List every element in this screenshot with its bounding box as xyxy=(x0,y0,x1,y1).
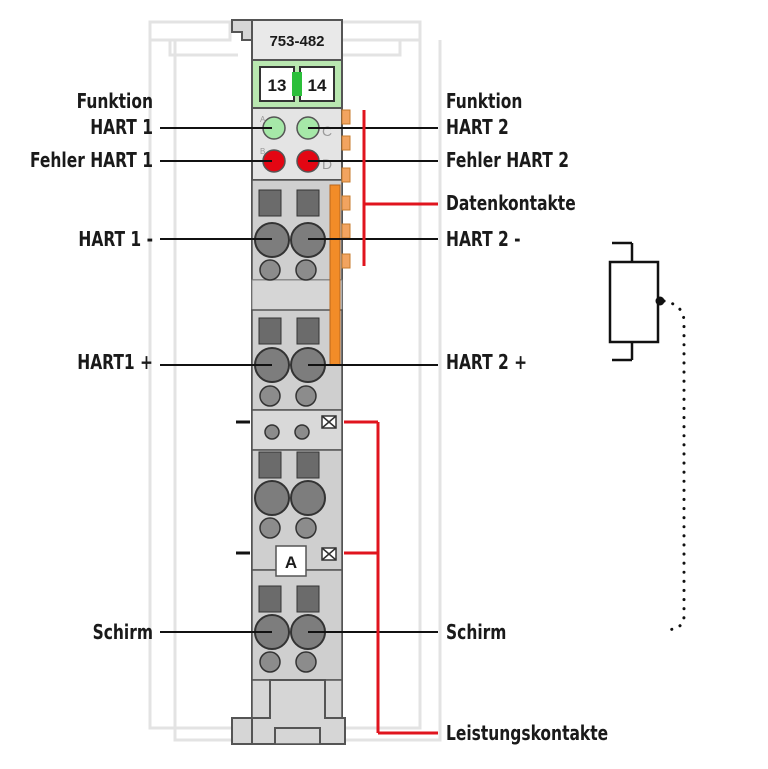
terminal-number-left: 13 xyxy=(268,76,287,95)
terminal-marker xyxy=(259,66,335,102)
power-contact-symbol-bottom xyxy=(321,547,337,561)
label-schirm-left: Schirm xyxy=(92,620,153,644)
slot-label-letter: A xyxy=(285,553,297,572)
label-hart1-plus: HART1 + xyxy=(77,350,153,374)
label-hart2-minus: HART 2 - xyxy=(446,227,521,251)
label-funktion-hart1-line1: Funktion xyxy=(76,89,153,113)
rail-outline xyxy=(148,20,442,742)
power-contact-symbol-top xyxy=(321,415,337,429)
led-letter-c: C xyxy=(322,123,332,139)
power-jumper-contact-right xyxy=(294,424,310,440)
label-fehler-hart2: Fehler HART 2 xyxy=(446,148,569,172)
leader-lines xyxy=(160,127,438,633)
article-number: 753-482 xyxy=(269,33,324,50)
field-device-node xyxy=(655,296,665,306)
leistungskontakte-bracket xyxy=(344,420,438,735)
power-jumper-contact-left xyxy=(264,424,280,440)
slot-label-box xyxy=(275,545,307,577)
label-funktion-hart1-line2: HART 1 xyxy=(90,115,153,139)
label-leistungskontakte: Leistungskontakte xyxy=(446,721,609,745)
label-funktion-hart2-line1: Funktion xyxy=(446,89,523,113)
terminal-block-3 xyxy=(254,451,326,539)
label-schirm-right: Schirm xyxy=(446,620,507,644)
field-device-symbol xyxy=(608,241,660,362)
label-hart2-plus: HART 2 + xyxy=(446,350,528,374)
datenkontakte-bracket xyxy=(362,110,438,266)
led-letter-b: B xyxy=(260,147,265,156)
label-funktion-hart2-line2: HART 2 xyxy=(446,115,509,139)
led-letter-d: D xyxy=(322,156,332,172)
terminal-number-right: 14 xyxy=(308,76,327,95)
label-datenkontakte: Datenkontakte xyxy=(446,191,576,215)
label-hart1-minus: HART 1 - xyxy=(78,227,153,251)
shield-connection-dotted xyxy=(662,299,686,632)
led-letter-a: A xyxy=(260,115,266,124)
label-fehler-hart1: Fehler HART 1 xyxy=(30,148,154,172)
